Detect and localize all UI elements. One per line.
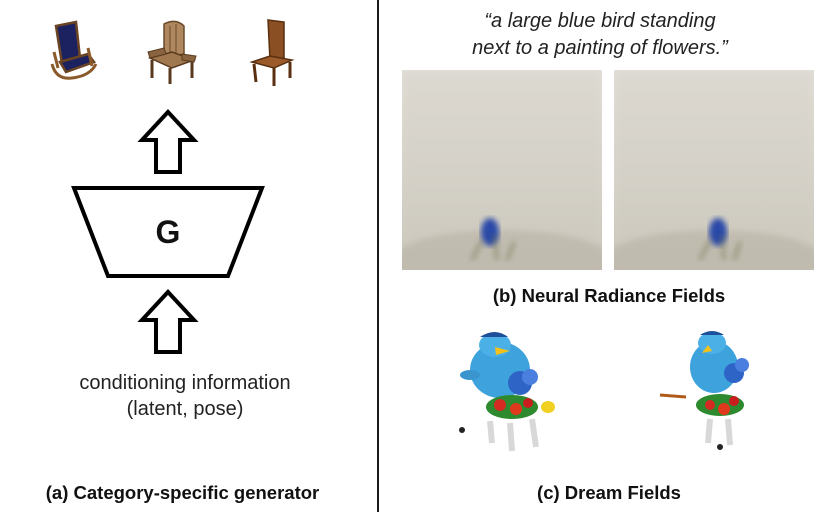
- generator-trapezoid: [71, 186, 265, 278]
- nerf-render-2: [614, 70, 814, 270]
- caption-c: (c) Dream Fields: [537, 482, 681, 503]
- conditioning-sublabel: (latent, pose): [126, 398, 244, 420]
- text-prompt-line2: next to a painting of flowers.”: [472, 37, 728, 59]
- dream-fields-render-1: [450, 325, 590, 465]
- panel-divider: [377, 0, 379, 512]
- caption-a: (a) Category-specific generator: [45, 482, 320, 503]
- dream-fields-render-2: [650, 325, 790, 465]
- tall-wooden-chair-image: [244, 18, 302, 88]
- wooden-armchair-image: [142, 18, 200, 88]
- nerf-render-1: [402, 70, 602, 270]
- generator-diagram: [71, 109, 265, 354]
- output-arrow-icon: [137, 109, 199, 174]
- conditioning-label: conditioning information: [79, 372, 291, 394]
- generator-label: G: [155, 214, 181, 250]
- text-prompt: “a large blue bird standing next to a pa…: [400, 8, 800, 62]
- input-arrow-icon: [137, 289, 199, 354]
- text-prompt-line1: “a large blue bird standing: [484, 10, 716, 32]
- caption-b: (b) Neural Radiance Fields: [492, 285, 726, 306]
- blue-chair-image: [42, 18, 100, 88]
